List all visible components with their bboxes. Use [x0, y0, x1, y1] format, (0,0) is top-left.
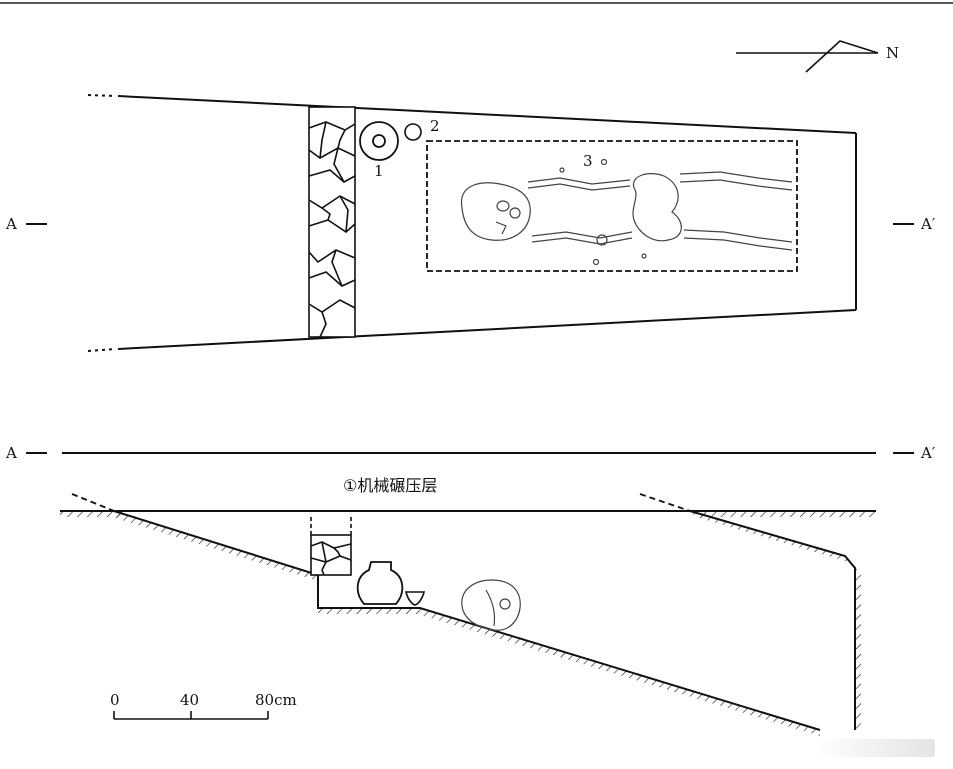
section-label-right: A′ — [920, 444, 936, 462]
scale-tick-40: 40 — [180, 691, 199, 709]
artifact-label-3: 3 — [583, 152, 593, 170]
section-view — [60, 493, 876, 736]
artifact-1-jar — [359, 121, 399, 161]
ramp-floor-upper — [113, 510, 821, 731]
artifact-label-2: 2 — [430, 117, 440, 135]
plan-view: 1 2 3 — [5, 94, 936, 352]
layer-label: ①机械碾压层 — [343, 476, 437, 495]
hatch-surface-right — [700, 511, 876, 517]
hatch-ramp-upper — [112, 511, 318, 581]
skeleton-plan — [460, 158, 793, 266]
bowl-section — [404, 591, 426, 606]
stone-wall-section — [310, 517, 352, 576]
artifact-label-1: 1 — [374, 162, 384, 180]
watermark-blur — [813, 739, 935, 757]
coffin-outline — [426, 140, 798, 272]
hatch-surface-left — [60, 511, 122, 517]
section-label-right-plan: A′ — [920, 215, 936, 233]
scale-bar — [113, 711, 269, 720]
section-label-left: A — [5, 444, 17, 462]
pottery-jar-section — [356, 561, 404, 605]
scale-tick-0: 0 — [110, 691, 120, 709]
skull-section — [461, 579, 521, 631]
stone-wall-plan — [308, 106, 356, 338]
artifact-2-bowl — [404, 123, 422, 141]
north-label: N — [886, 44, 899, 62]
scale-tick-80cm: 80cm — [255, 691, 297, 709]
section-label-left-plan: A — [5, 215, 17, 233]
hatch-chamber-floor — [318, 608, 820, 736]
north-arrow — [736, 40, 879, 73]
